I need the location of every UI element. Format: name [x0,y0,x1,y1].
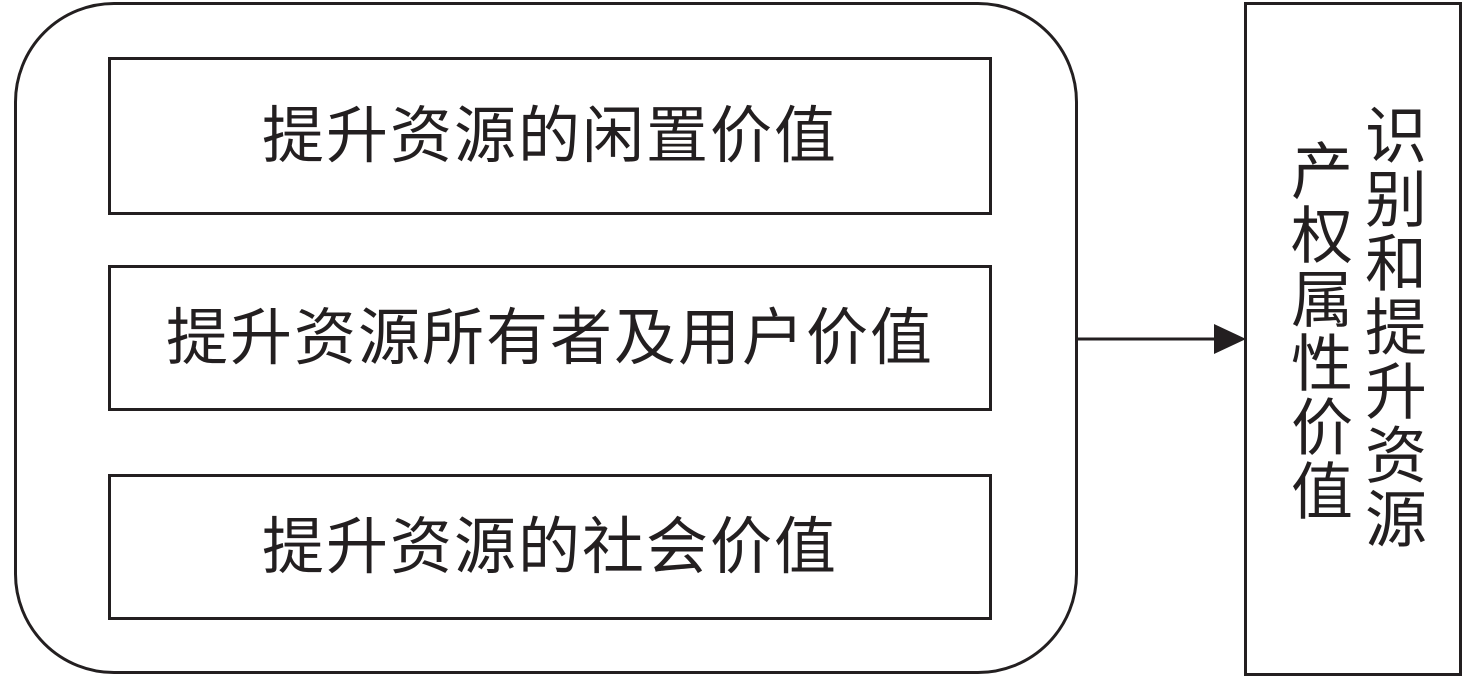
owner-user-value-box: 提升资源所有者及用户价值 [108,265,992,411]
right-arrow-icon [1078,324,1246,354]
social-value-label: 提升资源的社会价值 [261,510,838,583]
result-label-column-1: 识别和提升资源 [1354,103,1427,551]
result-label-column-2: 产权属性价值 [1280,139,1353,523]
idle-value-box: 提升资源的闲置价值 [108,57,992,215]
arrow-head [1214,324,1246,354]
result-box: 识别和提升资源 产权属性价值 [1244,2,1462,676]
idle-value-label: 提升资源的闲置价值 [261,99,838,172]
social-value-box: 提升资源的社会价值 [108,474,992,620]
owner-user-value-label: 提升资源所有者及用户价值 [165,301,934,374]
